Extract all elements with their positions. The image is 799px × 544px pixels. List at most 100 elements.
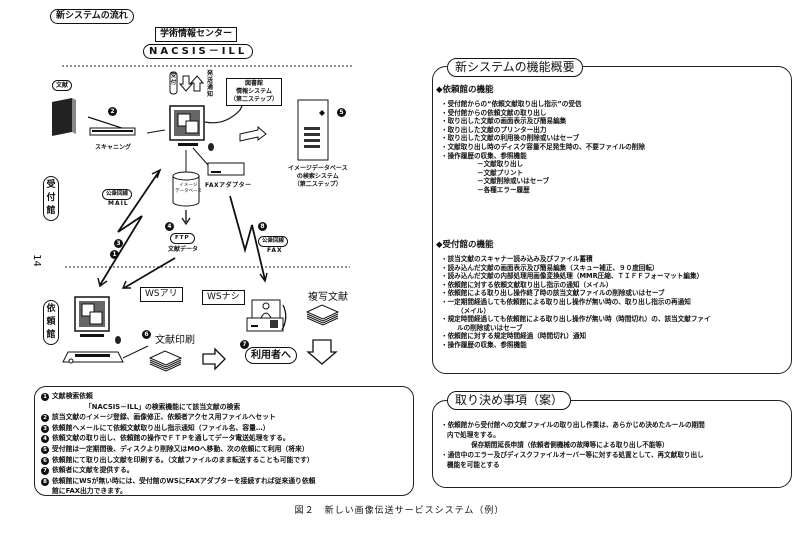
book-icon <box>52 98 76 136</box>
down-block-arrow <box>306 339 338 365</box>
legend-text: 文献検索依頼 <box>52 392 93 400</box>
receiving-item: ・依頼館に対する依頼文献取り出し指示の通知（メイル） <box>441 280 613 289</box>
printer-icon <box>62 345 149 364</box>
legend-text: 「NACSIS－ILL」の検索機能にて該当文献の検索 <box>85 402 241 411</box>
legend-number: 4 <box>41 435 49 444</box>
marker-7: 7 <box>240 340 249 349</box>
agreement-line: ・依頼館から受付館への文献ファイルの取り出し作業は、あらかじめ決めたルールの期間 <box>441 421 705 429</box>
ftp-arrow <box>123 257 176 289</box>
legend-number: 8 <box>41 477 49 486</box>
legend-number: 3 <box>41 424 49 433</box>
scanner-icon <box>87 116 136 136</box>
requesting-subitem: －文献削除或いはセーブ <box>477 177 550 186</box>
receiving-functions: ◆受付館の機能 ・該当文献のスキャナー読み込み及びファイル蓄積・読み込んだ文献の… <box>436 238 711 350</box>
receiving-item: ・依頼館に対する規定時間経過（時間切れ）通知 <box>441 332 587 341</box>
receiving-item: ・依頼館による取り出し操作終了時の該当文献ファイルの削除或いはセーブ <box>441 289 665 298</box>
agreements-title: 取り決め事項（案） <box>447 391 572 410</box>
requesting-item: ・受付館からの依頼文献の取り出し <box>441 108 547 117</box>
diagram-title: 新システムの流れ <box>50 9 134 24</box>
mail-label: MAIL <box>108 200 129 207</box>
legend-number: 5 <box>41 445 49 454</box>
workstation-icon <box>169 105 205 146</box>
legend-text: 依頼館にWSが無い時には、受付館のWSにFAXアダプターを接続すれば従来通り依頼 <box>52 476 316 485</box>
copy-docs-icon <box>305 304 340 326</box>
legend-text: 受付館は一定期間後、ディスクより削除又はMOへ移動、次の依頼にて利用（将来） <box>52 444 309 453</box>
marker-1: 1 <box>110 250 119 259</box>
marker-4: 4 <box>165 222 174 231</box>
fax-lightning-arrow <box>229 195 266 281</box>
right-block-arrow <box>202 347 226 371</box>
receiving-item: （メイル） <box>457 306 490 315</box>
agreements-panel <box>432 400 792 488</box>
server-icon <box>297 99 329 161</box>
requesting-item: ・取り出した文献のプリンター出力 <box>441 125 547 134</box>
legend-number: 1 <box>41 393 49 401</box>
requesting-subitem: －各種エラー履歴 <box>477 185 530 194</box>
requester-workstation-icon <box>74 296 121 344</box>
overview-title: 新システムの機能概要 <box>447 58 583 77</box>
receiving-item: ・規定時間経過しても依頼館による取り出し操作が無い時（時間切れ）の、該当文献ファ… <box>441 315 711 324</box>
library-system-box: 図書館 情報システム （第二ステップ） <box>226 78 283 106</box>
fax-label: FAX <box>267 247 283 254</box>
legend-text: 該当文献のイメージ登録、画像修正、依頼者アクセス用ファイルへセット <box>52 413 276 422</box>
marker-8: 8 <box>258 222 267 231</box>
agreement-line: ・通信中のエラー及びディスクファイルオーバー等に対する処置として、再文献取り出し <box>441 451 704 459</box>
requesting-item: ・取り出した文献の画面表示及び簡易編集 <box>441 117 567 126</box>
to-user-label: 利用者へ <box>245 347 297 364</box>
receiving-item: ・一定期間経過しても依頼館による取り出し操作が無い時の、取り出し指示の再通知 <box>441 297 691 306</box>
ftp-tag: FTP <box>170 233 195 244</box>
label-line: イメージ <box>179 183 198 188</box>
requesting-item: ・受付館からの“依頼文献取り出し指示”の受信 <box>441 100 582 108</box>
nacsis-ill-label: NACSIS－ILL <box>143 44 254 59</box>
figure-caption: 図２ 新しい画像伝送サービスシステム（例） <box>294 506 505 516</box>
receiving-library-label: 受付館 <box>43 176 59 221</box>
legend-text: 依頼館にて取り出し文献を印刷する。（文献ファイルのまま転送することも可能です） <box>52 455 314 464</box>
requesting-item: ・操作履歴の収集、参照機能 <box>441 151 527 160</box>
marker-3: 3 <box>114 239 123 248</box>
copy-doc-label: 複写文献 <box>308 292 348 303</box>
ws-yes-box: WSアリ <box>140 287 183 302</box>
legend-text: 依頼者に文献を提供する。 <box>52 466 134 475</box>
image-db-search-label: イメージデータベース の検索システム （第二ステップ） <box>288 165 348 189</box>
receiving-item: ・読み込んだ文献の画面表示及び簡易編集（スキュー補正、９０度回転） <box>441 263 659 272</box>
fax-machine-icon <box>246 299 287 332</box>
legend-item: 「NACSIS－ILL」の検索機能にて該当文献の検索 <box>41 402 407 413</box>
requesting-item: ・文献取り出し時のディスク容量不足発生時の、不要ファイルの削除 <box>441 142 645 151</box>
connector-line <box>192 147 209 166</box>
receive-notify-arrows <box>169 71 205 95</box>
legend-number: 2 <box>41 414 49 423</box>
scanning-label: スキャニング <box>95 144 132 151</box>
legend-text: 依頼文献の取り出し、依頼館の操作でＦＴＰを通してデータ電送処理をする。 <box>52 434 290 443</box>
right-arrow-icon <box>239 125 267 142</box>
center-label: 学術情報センター <box>155 27 238 42</box>
receiving-heading: ◆受付館の機能 <box>436 240 494 250</box>
marker-6: 6 <box>142 330 151 339</box>
cable-line <box>204 99 246 124</box>
receiving-item: ・読み込んだ文献の内部処理用画像変換処理（MMR圧縮、ＴＩＦＦフォーマット編集） <box>441 272 704 281</box>
image-db-label: イメージ データベース <box>175 183 202 195</box>
public-line-mail-tag: 公衆回線 <box>102 189 133 200</box>
legend-number: 6 <box>41 456 49 465</box>
requesting-heading: ◆依頼館の機能 <box>436 85 494 95</box>
mail-lightning-arrow <box>99 169 161 286</box>
mouse-icon <box>208 143 214 151</box>
requesting-subitem: －文献取り出し <box>477 160 524 169</box>
requesting-library-label: 依頼館 <box>43 300 59 345</box>
legend-number: 7 <box>41 467 49 476</box>
fax-adapter-icon <box>207 162 245 176</box>
label-line: （第二ステップ） <box>293 181 342 188</box>
connector-line <box>146 129 166 134</box>
receiving-item: ・操作履歴の収集、参照機能 <box>441 340 527 349</box>
receiving-item: ・該当文献のスキャナー読み込み及びファイル蓄積 <box>441 255 593 263</box>
database-icon <box>172 171 200 207</box>
library-system-line: （第二ステップ） <box>230 96 279 103</box>
